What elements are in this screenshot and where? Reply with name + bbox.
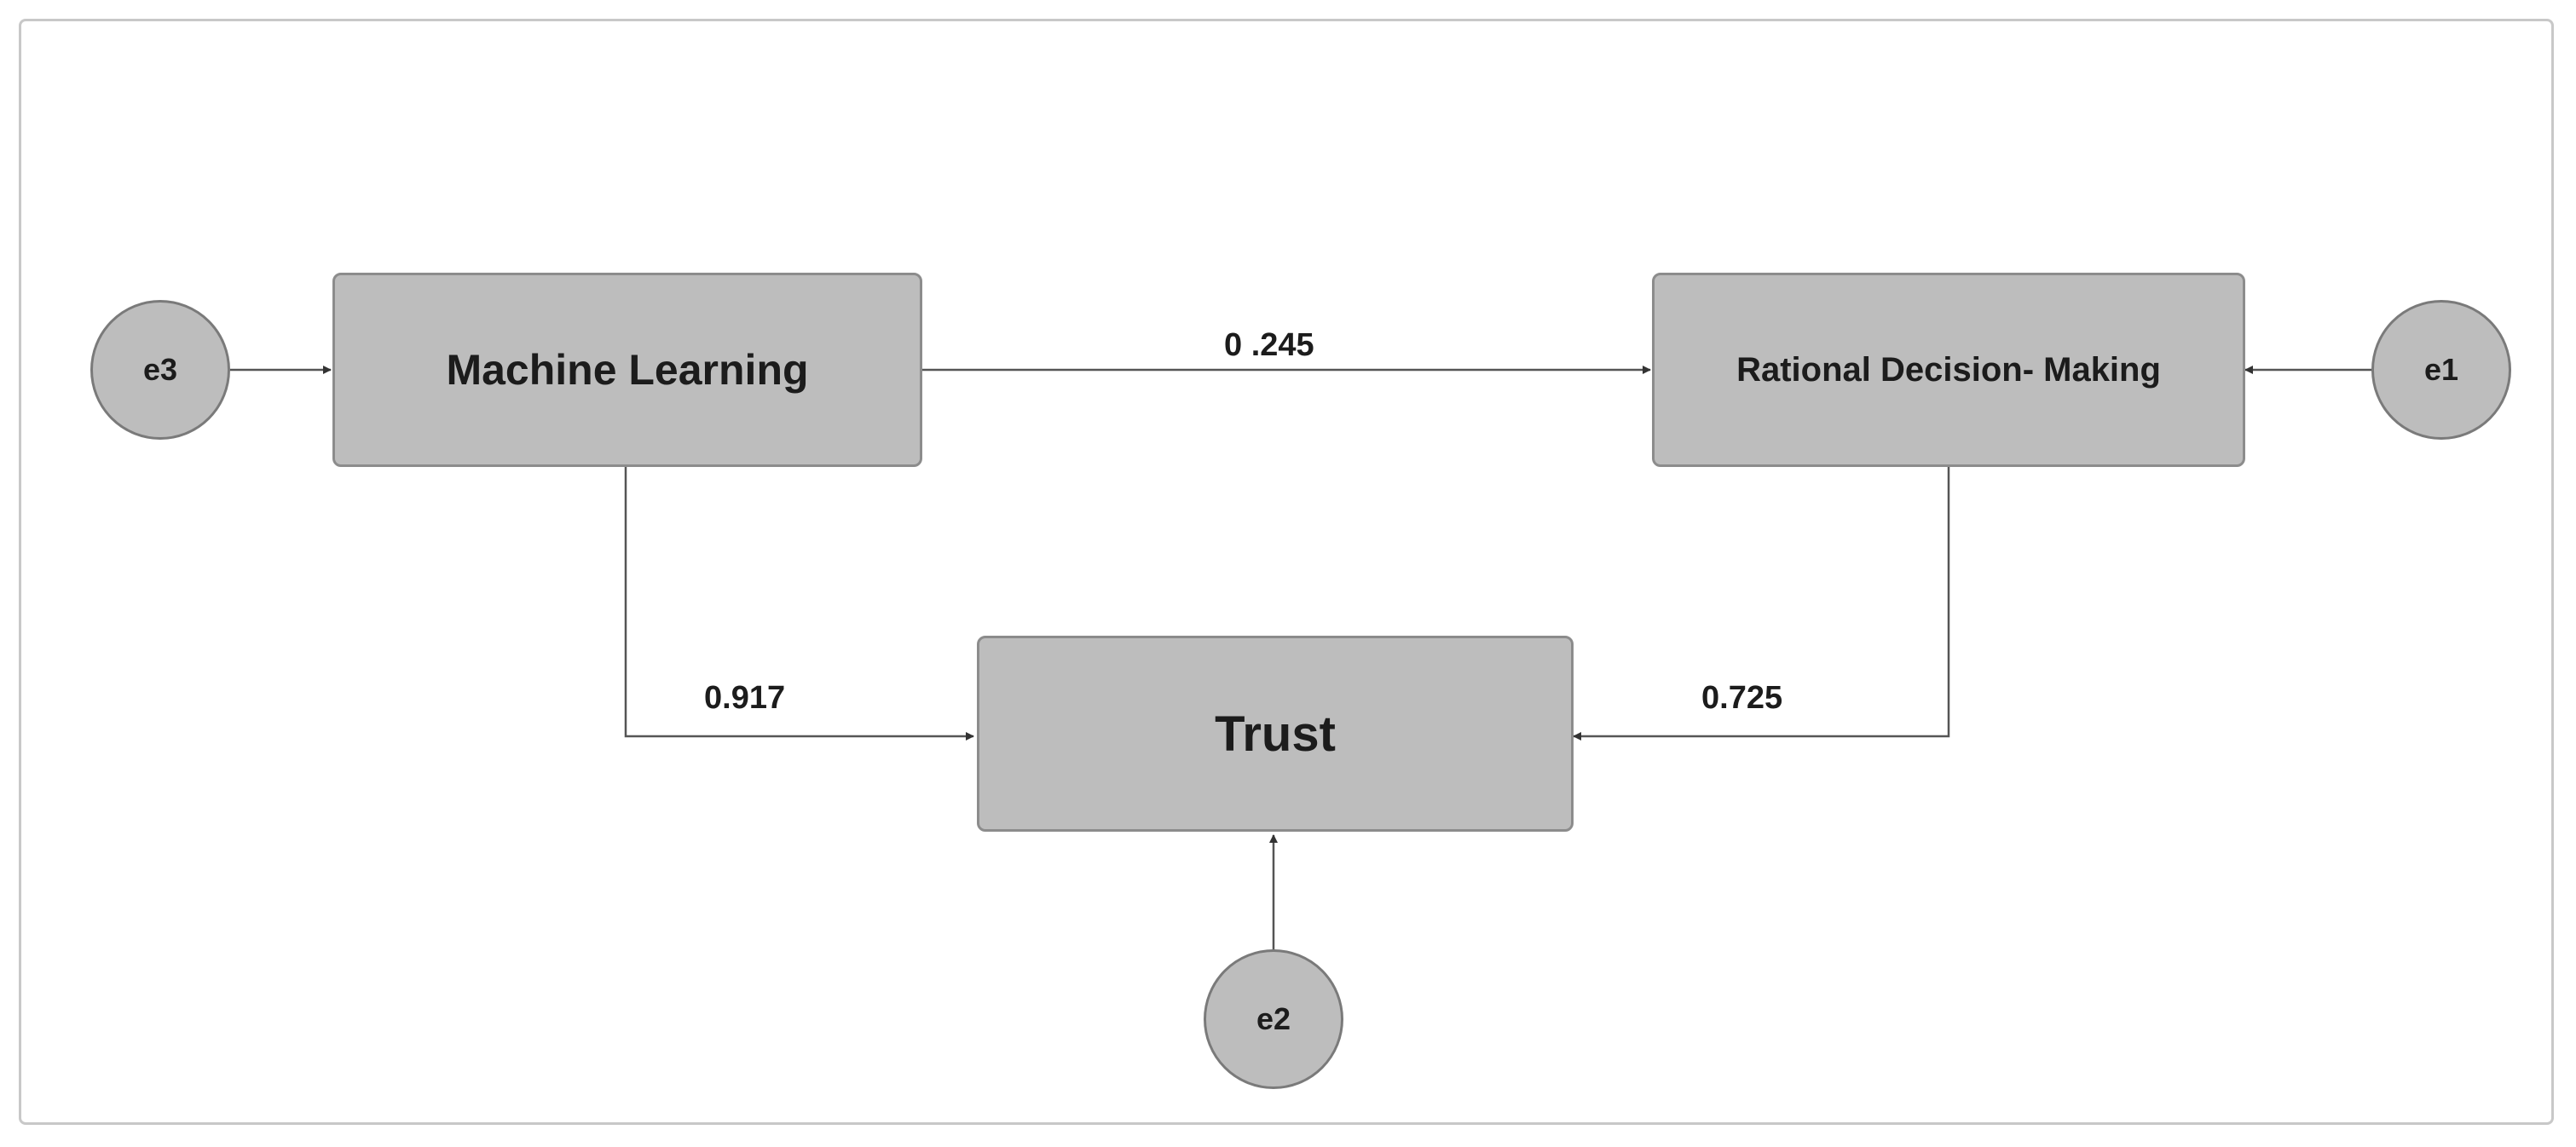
path-weight-ml-to-rdm: 0 .245	[1224, 327, 1314, 363]
arrow-machine-learning-to-trust	[624, 467, 974, 741]
e1-error-node: e1	[2371, 300, 2511, 440]
path-weight-rdm-to-trust: 0.725	[1701, 680, 1783, 716]
machine-learning-node: Machine Learning	[332, 273, 922, 467]
e2-error-node: e2	[1204, 949, 1343, 1089]
rational-decision-making-node: Rational Decision- Making	[1652, 273, 2245, 467]
diagram-frame	[19, 19, 2554, 1125]
path-weight-ml-to-trust: 0.917	[704, 680, 786, 716]
arrow-rational-decision-making-to-trust	[1573, 467, 1950, 741]
trust-node: Trust	[977, 636, 1574, 832]
e3-error-node: e3	[90, 300, 230, 440]
